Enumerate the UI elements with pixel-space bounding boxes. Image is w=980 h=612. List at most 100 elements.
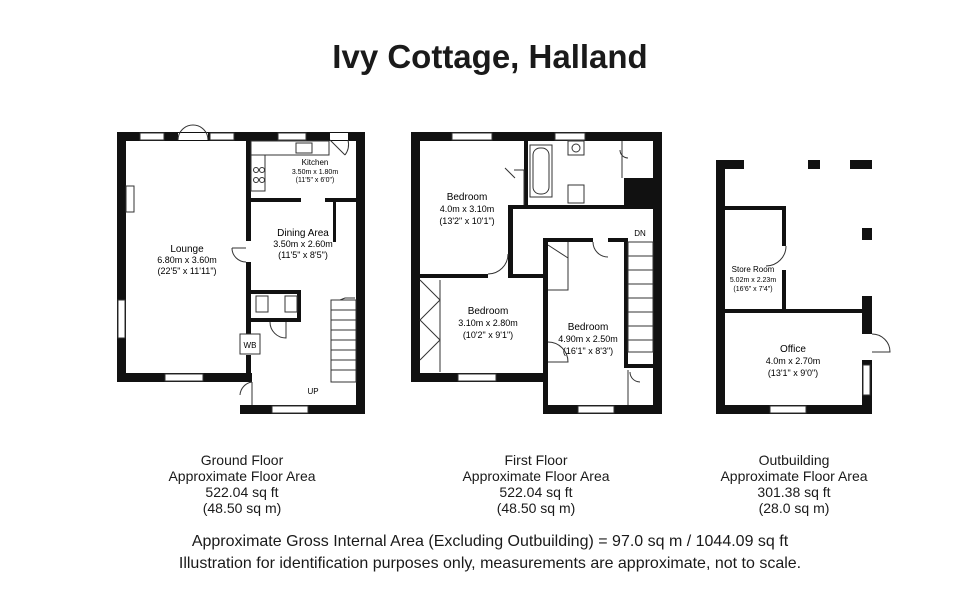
floor-area-sqm: (28.0 sq m) — [758, 500, 830, 516]
room-dim-bedroom-3: 4.90m x 2.50m — [558, 334, 618, 344]
floor-area-sqft: 522.04 sq ft — [499, 484, 573, 500]
hob-ring — [253, 177, 259, 183]
door-swing — [765, 245, 787, 267]
room-dim-ft-kitchen: (11'5" x 6'0") — [296, 177, 335, 184]
cupboard — [627, 370, 641, 405]
room-dim-ft-lounge: (22'5" x 11'11") — [157, 266, 216, 276]
hob-ring — [259, 177, 265, 183]
room-label-store-room: Store Room — [732, 265, 775, 274]
wardrobe — [419, 279, 441, 372]
wall — [653, 132, 662, 414]
wb-box — [239, 333, 261, 355]
room-label-bedroom-3: Bedroom — [568, 322, 609, 333]
door-swing — [871, 333, 891, 353]
wall — [513, 205, 653, 209]
window — [769, 405, 807, 414]
room-label-office: Office — [780, 344, 806, 355]
outbuilding-caption: Outbuilding Approximate Floor Area 301.3… — [694, 452, 894, 516]
cupboard — [504, 167, 525, 205]
basin — [567, 140, 585, 156]
wall — [251, 198, 301, 202]
wall — [782, 270, 786, 313]
wardrobe — [547, 242, 569, 291]
room-dim-lounge: 6.80m x 3.60m — [157, 255, 217, 265]
ground-floor-plan: Lounge 6.80m x 3.60m (22'5" x 11'11") Ki… — [117, 124, 365, 414]
wc — [255, 295, 269, 313]
wall — [782, 206, 786, 246]
wall — [411, 132, 662, 141]
room-dim-ft-bedroom-3: (16'1" x 8'3") — [563, 346, 613, 356]
wall — [716, 160, 744, 169]
room-dim-dining: 3.50m x 2.60m — [273, 239, 333, 249]
wall — [356, 132, 365, 414]
ground-floor-caption: Ground Floor Approximate Floor Area 522.… — [142, 452, 342, 516]
room-label-lounge: Lounge — [170, 244, 204, 255]
wall — [411, 132, 420, 382]
wall — [117, 132, 126, 382]
stairs-down-label: DN — [634, 229, 646, 238]
wall — [297, 294, 301, 322]
fireplace — [125, 185, 135, 213]
stairs — [627, 241, 654, 353]
wall — [251, 290, 301, 294]
wall — [246, 355, 251, 377]
hob-ring — [259, 167, 265, 173]
wall — [624, 238, 628, 368]
basin — [284, 295, 298, 313]
room-dim-ft-dining: (11'5" x 8'5") — [278, 250, 328, 260]
wall — [117, 132, 365, 141]
room-dim-office: 4.0m x 2.70m — [766, 356, 821, 366]
wall — [246, 262, 251, 340]
floor-area-sqft: 301.38 sq ft — [757, 484, 831, 500]
wall — [725, 206, 785, 210]
wall — [333, 202, 336, 242]
floor-area-label: Approximate Floor Area — [168, 468, 316, 484]
room-dim-bedroom-1: 4.0m x 3.10m — [440, 204, 495, 214]
disclaimer-note: Illustration for identification purposes… — [178, 555, 802, 572]
door-swing — [487, 253, 509, 275]
floor-area-sqm: (48.50 sq m) — [496, 500, 576, 516]
wall — [543, 238, 548, 409]
window — [271, 405, 309, 414]
kitchen-worktop — [250, 140, 330, 156]
floor-area-sqft: 522.04 sq ft — [205, 484, 279, 500]
stairs-up-label: UP — [307, 387, 318, 396]
room-dim-ft-office: (13'1" x 9'0") — [768, 368, 818, 378]
wall — [725, 309, 866, 313]
window — [451, 132, 493, 141]
wall — [608, 238, 626, 242]
window — [139, 132, 165, 141]
floor-area-sqm: (48.50 sq m) — [202, 500, 282, 516]
room-dim-store-room: 5.02m x 2.23m — [730, 277, 776, 284]
room-dim-ft-store-room: (16'6" x 7'4") — [733, 286, 772, 293]
wall — [628, 364, 653, 368]
french-door-swing — [177, 124, 209, 141]
wall — [716, 160, 725, 414]
french-door-opening — [178, 133, 208, 140]
room-dim-kitchen: 3.50m x 1.80m — [292, 169, 338, 176]
door-swing — [592, 241, 609, 258]
wall — [862, 296, 872, 334]
basin-bowl — [571, 143, 581, 153]
wall — [508, 274, 543, 278]
door-swing — [269, 321, 287, 339]
gross-area-note: Approximate Gross Internal Area (Excludi… — [191, 533, 789, 550]
cupboard — [619, 141, 629, 178]
room-dim-ft-bedroom-2: (10'2" x 9'1") — [463, 330, 513, 340]
floor-name: Outbuilding — [758, 452, 830, 468]
hob-ring — [253, 167, 259, 173]
wall — [246, 141, 251, 241]
outbuilding-plan: Store Room 5.02m x 2.23m (16'6" x 7'4") … — [716, 160, 891, 414]
floor-name: First Floor — [504, 452, 568, 468]
room-label-bedroom-1: Bedroom — [447, 192, 488, 203]
post — [862, 228, 872, 240]
front-door-swing — [239, 381, 253, 405]
door-swing — [547, 341, 569, 363]
chimney — [624, 178, 653, 205]
room-label-dining: Dining Area — [277, 228, 329, 239]
wall — [251, 318, 301, 322]
bathtub-basin — [532, 147, 550, 195]
wb-label: WB — [244, 341, 257, 350]
window — [862, 364, 871, 396]
